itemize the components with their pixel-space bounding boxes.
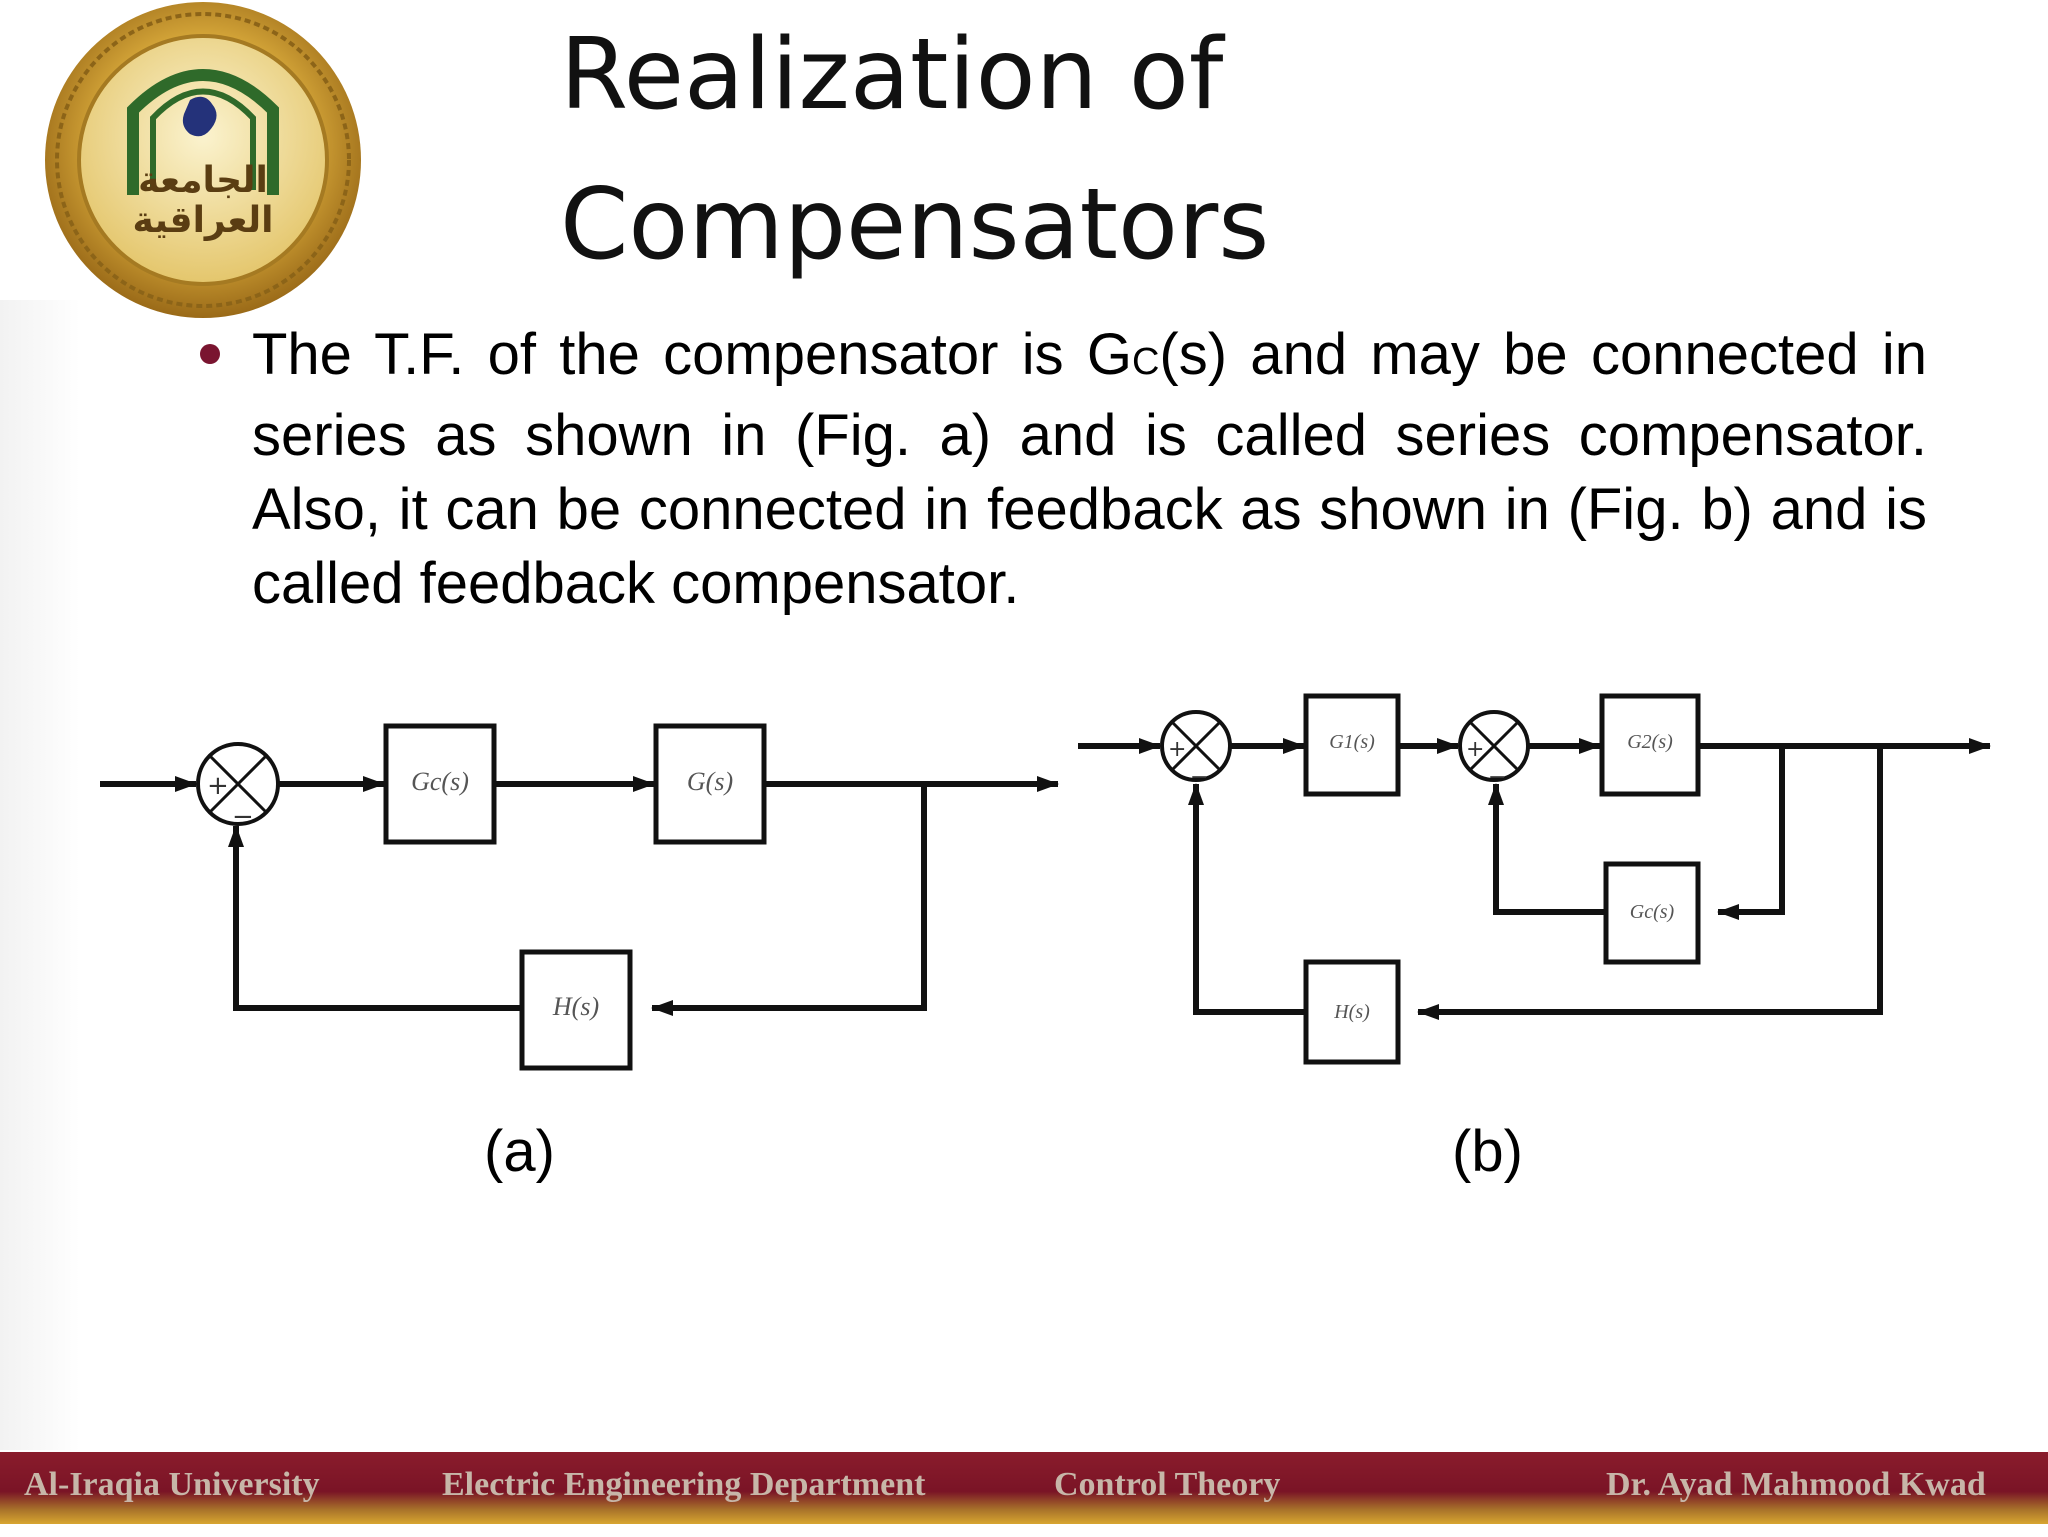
diagram-a-gc-label: Gc(s) [411,767,469,796]
diagram-a-feedback-return [228,825,522,1011]
figure-b-caption: (b) [1452,1119,1523,1184]
diagram-a-g-block [653,723,767,845]
footer-university: Al-Iraqia University [24,1466,320,1503]
diagram-b-sum1-minus: − [1190,765,1208,790]
diagram-b: + − G1(s) + − G2(s) Gc(s) H(s) [1078,693,1991,1065]
diagram-a-h-block [519,949,633,1071]
diagram-b-outer-feedback-return [1188,783,1306,1015]
footer-author: Dr. Ayad Mahmood Kwad [1606,1466,1986,1503]
diagram-a-g-label: G(s) [687,767,733,796]
logo-text-line2: العراقية [132,200,273,241]
bullet-text-part2: (s) and may be connected in series as sh… [252,322,1927,616]
slide-title-line1: Realization of [560,18,1224,132]
diagram-b-g2-label: G2(s) [1627,731,1673,753]
diagram-b-sum2-plus: + [1466,737,1484,762]
bullet-text-part1: The T.F. of the compensator is G [252,322,1132,387]
diagram-b-summing-junction-2 [1458,710,1530,782]
diagram-b-gc-block [1603,861,1701,965]
diagram-b-gc-label: Gc(s) [1630,901,1675,923]
diagram-a-plus-sign: + [207,771,229,801]
diagram-a-minus-sign: − [232,802,254,832]
bullet-dot-icon [200,344,220,364]
slide-title-line2: Compensators [560,168,1270,282]
diagram-a-h-label: H(s) [552,992,599,1021]
diagram-b-sum1-plus: + [1168,737,1186,762]
diagram-a-gc-block [383,723,497,845]
footer-bar: Al-Iraqia University Electric Engineerin… [0,1452,2048,1524]
diagram-b-inner-feedback-return [1488,783,1606,915]
figure-a-caption: (a) [484,1119,555,1184]
diagram-b-inner-feedback-path [1717,746,1785,920]
university-logo: الجامعة العراقية [45,2,361,318]
bullet-text: The T.F. of the compensator is GC(s) and… [252,318,1927,621]
diagram-b-h-block [1303,959,1401,1065]
diagram-b-h-label: H(s) [1333,1001,1370,1023]
logo-text-line1: الجامعة [138,160,268,201]
diagram-b-g2-block [1599,693,1701,797]
diagram-b-outer-feedback-path [1417,746,1883,1020]
slide-title: Realization of Compensators [560,0,1460,300]
footer-course: Control Theory [1054,1466,1281,1503]
diagram-b-g1-label: G1(s) [1329,731,1375,753]
diagram-b-g1-block [1303,693,1401,797]
left-shade [0,300,80,1450]
diagram-a-feedback-path [651,784,927,1016]
footer-department: Electric Engineering Department [442,1466,926,1503]
bullet-text-subscript: C [1131,341,1160,383]
diagram-a: + − Gc(s) G(s) H(s) [100,723,1059,1071]
